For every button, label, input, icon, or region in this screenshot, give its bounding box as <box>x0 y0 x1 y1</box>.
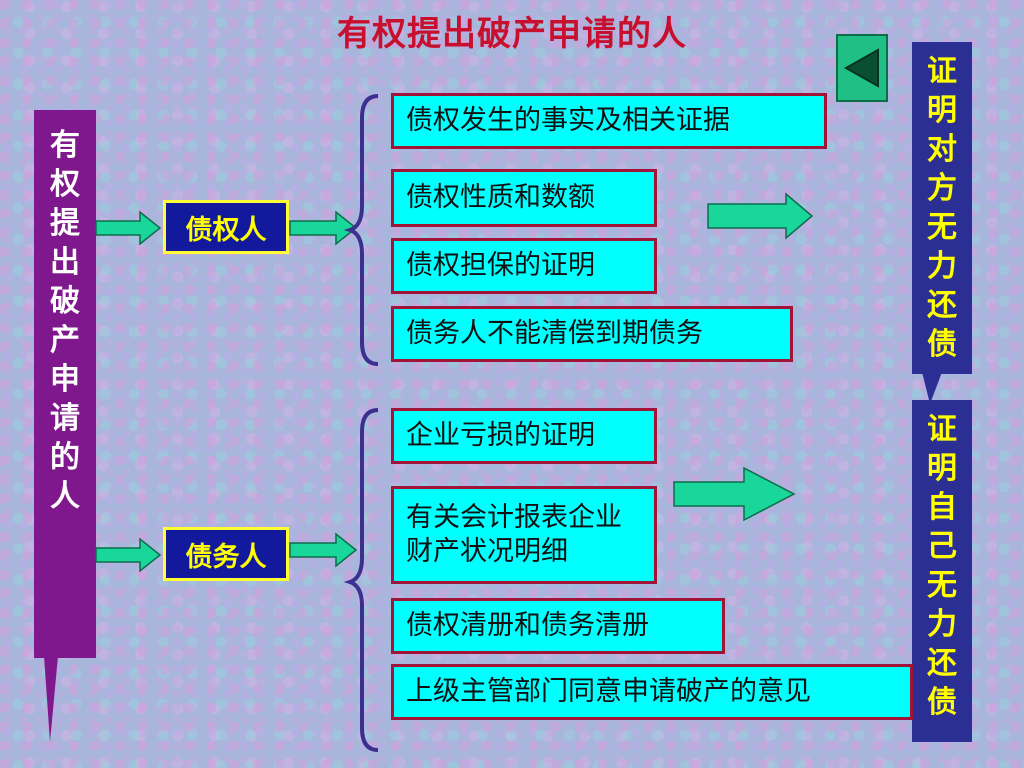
arrow-debtor-brace-icon <box>289 532 358 568</box>
arrow-to-creditor-icon <box>95 210 162 246</box>
arrow-to-debtor-icon <box>95 537 162 573</box>
page-title: 有权提出破产申请的人 <box>337 14 687 54</box>
creditor-item: 债权发生的事实及相关证据 <box>391 93 827 149</box>
role-debtor: 债务人 <box>163 527 289 581</box>
left-callout-text: 有权提出破产申请的人 <box>50 128 80 514</box>
right-callout-creditor-text: 证明对方无力还债 <box>927 54 957 362</box>
back-button[interactable] <box>836 34 888 102</box>
right-callout-debtor-text: 证明自己无力还债 <box>927 412 957 720</box>
left-callout: 有权提出破产申请的人 <box>34 110 96 658</box>
right-callout-debtor: 证明自己无力还债 <box>912 400 972 742</box>
right-callout-creditor: 证明对方无力还债 <box>912 42 972 374</box>
creditor-item: 债务人不能清偿到期债务 <box>391 306 793 362</box>
role-creditor: 债权人 <box>163 200 289 254</box>
creditor-brace <box>343 94 379 366</box>
debtor-brace <box>343 408 379 752</box>
debtor-item: 有关会计报表企业财产状况明细 <box>391 486 657 584</box>
left-callout-pointer <box>44 656 58 742</box>
arrow-creditor-brace-icon <box>289 210 358 246</box>
creditor-item: 债权性质和数额 <box>391 169 657 227</box>
debtor-item: 企业亏损的证明 <box>391 408 657 464</box>
right-callout-top-pointer <box>922 372 942 404</box>
creditor-item: 债权担保的证明 <box>391 238 657 294</box>
debtor-item: 债权清册和债务清册 <box>391 598 725 654</box>
block-arrow-right-icon <box>673 466 796 522</box>
block-arrow-right-icon <box>707 192 814 240</box>
triangle-left-icon <box>843 48 879 88</box>
debtor-item-text: 有关会计报表企业财产状况明细 <box>406 502 622 567</box>
debtor-item: 上级主管部门同意申请破产的意见 <box>391 664 913 720</box>
